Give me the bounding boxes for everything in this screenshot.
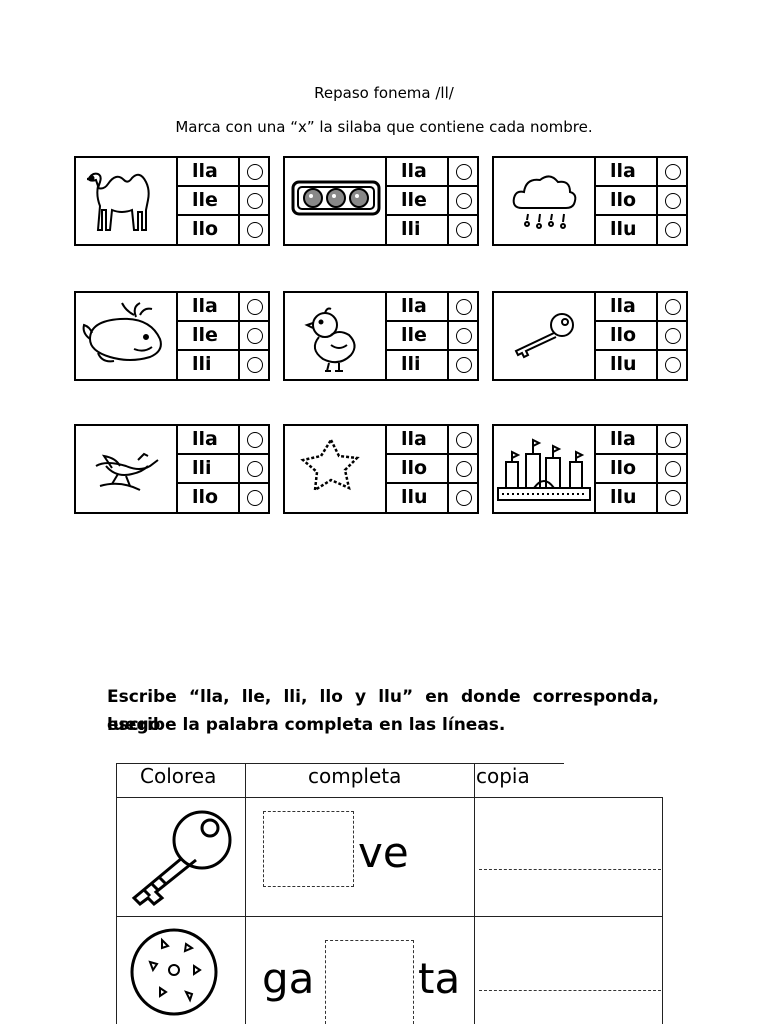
syllable-answer-box[interactable] [263,811,354,887]
syllable-option: lli [387,351,449,380]
camel-icon [76,158,178,244]
section2-instruction-line1: Escribe “lla, lle, lli, llo y llu” en do… [107,687,659,735]
key-icon [494,293,596,379]
copy-line[interactable] [479,990,661,991]
answer-circle[interactable] [247,490,263,506]
syllable-option: llo [596,187,658,214]
answer-circle[interactable] [247,328,263,344]
syllable-option: lla [178,293,240,320]
cookie-tray-icon [285,158,387,244]
section2-instruction-line2: escribe la palabra completa en las línea… [107,715,506,735]
syllable-card: lla lle lli [283,156,479,246]
syllable-option: lla [596,426,658,453]
worksheet-instruction: Marca con una “x” la silaba que contiene… [175,118,593,136]
syllable-card: lla llo llu [283,424,479,514]
word-part-after: ta [418,954,461,1003]
syllable-card: lla llo llu [492,291,688,381]
syllable-option: lli [387,216,449,245]
chick-icon [285,293,387,379]
answer-circle[interactable] [456,328,472,344]
sand-castle-icon [494,426,596,512]
word-part-before: ga [262,954,315,1003]
answer-circle[interactable] [247,432,263,448]
answer-circle[interactable] [665,193,681,209]
syllable-option: lla [178,158,240,185]
syllable-option: llo [178,216,240,245]
syllable-option: lle [387,187,449,214]
star-icon [285,426,387,512]
syllable-option: lle [387,322,449,349]
answer-circle[interactable] [456,357,472,373]
syllable-option: llo [178,484,240,513]
column-header-completa: completa [308,764,402,788]
answer-circle[interactable] [456,164,472,180]
answer-circle[interactable] [665,222,681,238]
syllable-option: lla [596,293,658,320]
syllable-option: llu [387,484,449,513]
syllable-option: lla [387,426,449,453]
syllable-card: lla lli llo [74,424,270,514]
answer-circle[interactable] [247,357,263,373]
syllable-option: lle [178,187,240,214]
answer-circle[interactable] [247,299,263,315]
syllable-option: lli [178,455,240,482]
syllable-answer-box[interactable] [325,940,414,1024]
syllable-option: llo [596,322,658,349]
syllable-card-grid: lla lle llo lla lle lli [74,156,688,518]
cookie-icon [126,922,222,1018]
answer-circle[interactable] [665,357,681,373]
answer-circle[interactable] [665,461,681,477]
answer-circle[interactable] [247,164,263,180]
syllable-option: llu [596,216,658,245]
answer-circle[interactable] [456,222,472,238]
answer-circle[interactable] [247,222,263,238]
copy-line[interactable] [479,869,661,870]
answer-circle[interactable] [665,432,681,448]
answer-circle[interactable] [456,490,472,506]
answer-circle[interactable] [456,432,472,448]
word-part-after: ve [358,828,409,877]
column-header-colorea: Colorea [140,764,217,788]
whale-icon [76,293,178,379]
syllable-option: llu [596,351,658,380]
column-header-copia: copia [476,764,530,788]
answer-circle[interactable] [456,461,472,477]
answer-circle[interactable] [247,461,263,477]
syllable-option: llo [387,455,449,482]
syllable-option: lle [178,322,240,349]
worksheet-title: Repaso fonema /ll/ [314,84,454,102]
syllable-card: lla lle llo [74,156,270,246]
syllable-option: lli [178,351,240,380]
rain-cloud-icon [494,158,596,244]
syllable-option: llu [596,484,658,513]
answer-circle[interactable] [247,193,263,209]
syllable-card: lla llo llu [492,424,688,514]
answer-circle[interactable] [665,490,681,506]
answer-circle[interactable] [456,193,472,209]
syllable-card: lla lle lli [283,291,479,381]
answer-circle[interactable] [665,299,681,315]
syllable-option: lla [387,158,449,185]
answer-circle[interactable] [665,328,681,344]
key-icon [124,804,236,910]
syllable-option: lla [596,158,658,185]
answer-circle[interactable] [456,299,472,315]
syllable-option: llo [596,455,658,482]
syllable-card: lla lle lli [74,291,270,381]
answer-circle[interactable] [665,164,681,180]
hummingbird-icon [76,426,178,512]
syllable-card: lla llo llu [492,156,688,246]
syllable-option: lla [178,426,240,453]
syllable-option: lla [387,293,449,320]
